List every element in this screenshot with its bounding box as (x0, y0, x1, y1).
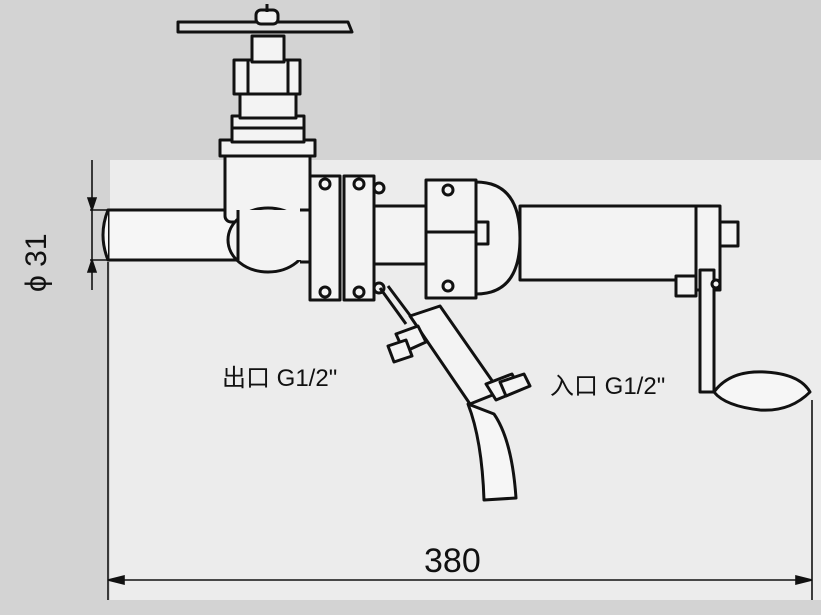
outlet-label: 出口 G1/2" (222, 365, 337, 392)
length-label: 380 (424, 542, 481, 580)
vessel (712, 370, 812, 412)
flange-pair-1 (300, 174, 386, 302)
handwheel-icon[interactable] (176, 4, 354, 34)
middle-pipe (372, 204, 428, 266)
dimension-lines (86, 160, 813, 600)
end-flange (694, 204, 740, 394)
inlet-pipe (101, 208, 240, 262)
valve-body (218, 138, 317, 274)
sample-cooler (378, 285, 532, 502)
diameter-label: ϕ 31 (20, 233, 53, 292)
valve-bonnet (230, 34, 306, 144)
flange-pair-2 (424, 178, 522, 300)
inlet-label: 入口 G1/2" (550, 373, 665, 400)
